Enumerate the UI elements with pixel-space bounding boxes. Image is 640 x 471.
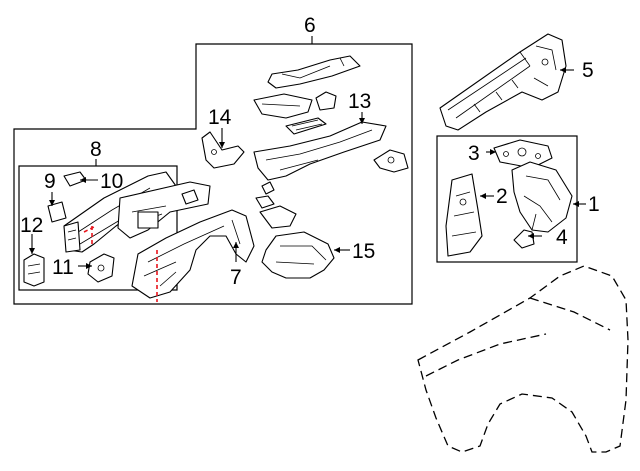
callout-4: 4 <box>556 226 568 249</box>
callout-6: 6 <box>304 14 316 37</box>
part-8-small-cube <box>181 189 199 205</box>
callout-11: 11 <box>52 256 74 279</box>
callout-8: 8 <box>90 138 102 161</box>
part-12-end-bracket <box>63 221 81 253</box>
group-6-parts <box>131 55 409 299</box>
part-4-bracket <box>513 229 535 249</box>
group-1-frame <box>436 135 578 263</box>
callout-13: 13 <box>348 90 371 113</box>
part-13-rail <box>253 121 387 181</box>
part-6-tiny-clip-b <box>255 195 275 209</box>
part-2-inner-panel <box>445 173 483 257</box>
callout-5: 5 <box>582 59 594 82</box>
callout-9: 9 <box>44 170 56 193</box>
part-6-side-bracket <box>373 149 409 173</box>
part-11-bracket <box>87 253 115 283</box>
fender-outline <box>417 265 629 453</box>
part-8-box-cover <box>137 211 159 229</box>
part-6-small-bracket <box>259 205 297 229</box>
part-6-tiny-clip-a <box>261 181 275 195</box>
part-3-plate <box>493 139 553 169</box>
part-6-clip <box>315 91 337 111</box>
part-12-lower-item <box>23 253 45 287</box>
part-9-bracket <box>47 201 67 223</box>
arrowheads <box>29 67 579 269</box>
callout-1: 1 <box>588 193 600 216</box>
part-1-housing <box>511 161 573 233</box>
callout-2: 2 <box>496 185 508 208</box>
callout-3: 3 <box>468 142 480 165</box>
group-6-frame <box>13 43 413 305</box>
cut-line-group-8 <box>83 225 97 244</box>
part-14-bracket <box>201 131 245 169</box>
part-5-upper-rail <box>439 33 567 131</box>
callout-14: 14 <box>208 106 232 129</box>
callout-12: 12 <box>20 214 43 237</box>
part-15-apron <box>261 231 335 279</box>
group-8-frame <box>18 165 178 291</box>
part-7-wheelhouse <box>131 209 255 299</box>
group-8-parts <box>23 171 211 287</box>
callout-10: 10 <box>100 170 123 193</box>
callout-7: 7 <box>230 266 242 289</box>
part-6-bar <box>253 93 313 119</box>
callout-15: 15 <box>352 240 375 263</box>
